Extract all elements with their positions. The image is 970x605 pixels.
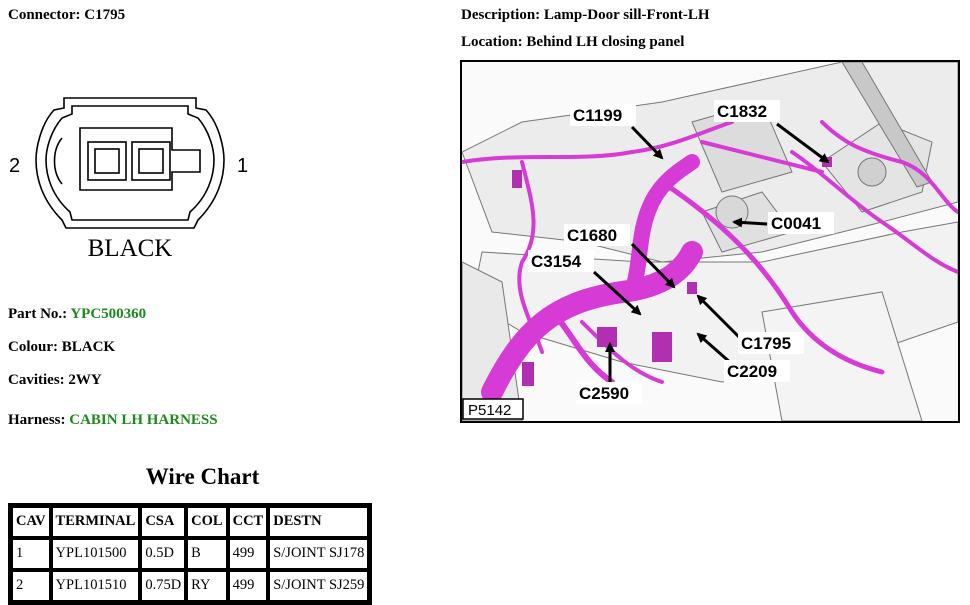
callout-c1832: C1832 (714, 100, 780, 122)
location-photo: C1199 C1832 C0041 C1680 C3154 C1795 C220… (460, 60, 960, 423)
wire-chart-title: Wire Chart (145, 464, 260, 489)
svg-text:C1795: C1795 (741, 334, 791, 353)
callout-c2590: C2590 (576, 382, 642, 404)
callout-c1680: C1680 (564, 224, 630, 246)
table-cell-destn: S/JOINT SJ259 (268, 570, 370, 602)
svg-text:C2209: C2209 (727, 362, 777, 381)
svg-text:C3154: C3154 (531, 252, 582, 271)
part-number-label: Part No.: (8, 306, 71, 322)
location-illustration: C1199 C1832 C0041 C1680 C3154 C1795 C220… (462, 62, 958, 421)
harness-link[interactable]: CABIN LH HARNESS (69, 412, 218, 428)
leader-c3154 (592, 270, 642, 316)
column-header-cct: CCT (227, 506, 269, 538)
cavities-label: Cavities: 2WY (8, 372, 102, 388)
svg-text:P5142: P5142 (468, 402, 511, 419)
svg-text:C2590: C2590 (579, 384, 629, 403)
part-number-link[interactable]: YPC500360 (70, 306, 147, 322)
part-number: Part No.: YPC500360 (8, 306, 146, 323)
leader-c1832 (776, 122, 830, 164)
cavity-1 (131, 141, 171, 181)
connector-inner-shell (45, 105, 215, 221)
connector-label: Connector: C1795 (8, 7, 126, 23)
callout-c3154: C3154 (528, 250, 594, 272)
callout-c1795: C1795 (738, 332, 804, 354)
leader-c0041 (732, 217, 768, 228)
table-cell-terminal: YPL101500 (50, 538, 141, 570)
wiring-harness (462, 120, 958, 403)
column-header-col: COL (186, 506, 228, 538)
location-label: Location: Behind LH closing panel (461, 34, 685, 50)
svg-text:C1832: C1832 (717, 102, 767, 121)
photo-reference: P5142 (462, 398, 524, 420)
pin-number-2: 2 (9, 155, 20, 177)
table-cell-cav: 2 (11, 570, 51, 602)
table-cell-destn: S/JOINT SJ178 (268, 538, 370, 570)
callout-c0041: C0041 (768, 212, 834, 234)
column-header-terminal: TERMINAL (50, 506, 141, 538)
table-cell-cct: 499 (227, 570, 269, 602)
callout-c2209: C2209 (724, 360, 790, 382)
table-cell-col: B (186, 538, 228, 570)
table-cell-cct: 499 (227, 538, 269, 570)
svg-text:C0041: C0041 (771, 214, 821, 233)
svg-text:C1199: C1199 (573, 106, 622, 125)
pin-number-1: 1 (237, 155, 248, 177)
connector-body (79, 127, 201, 191)
connector-face-diagram: 2 1 BLACK (9, 97, 248, 262)
connector-colour-text: BLACK (88, 235, 173, 262)
column-header-csa: CSA (140, 506, 187, 538)
harness-label: Harness: (8, 412, 70, 428)
svg-text:C1680: C1680 (567, 226, 617, 245)
table-cell-csa: 0.5D (140, 538, 187, 570)
cavity-2 (87, 141, 127, 181)
leader-c1199 (630, 125, 664, 160)
leader-c1680 (630, 242, 676, 289)
leader-c1795 (696, 294, 744, 342)
callout-c1199: C1199 (570, 104, 636, 126)
leader-c2209 (696, 332, 733, 366)
table-cell-csa: 0.75D (140, 570, 187, 602)
description-label: Description: Lamp-Door sill-Front-LH (461, 7, 710, 23)
column-header-destn: DESTN (268, 506, 370, 538)
connector-outer-shell (35, 97, 225, 229)
dashboard-line-art (462, 62, 958, 421)
colour-label: Colour: BLACK (8, 339, 116, 355)
table-cell-col: RY (186, 570, 228, 602)
harness: Harness: CABIN LH HARNESS (8, 412, 218, 429)
column-header-cav: CAV (11, 506, 51, 538)
connector-latch-left (53, 137, 63, 185)
table-cell-terminal: YPL101510 (50, 570, 141, 602)
table-cell-cav: 1 (11, 538, 51, 570)
